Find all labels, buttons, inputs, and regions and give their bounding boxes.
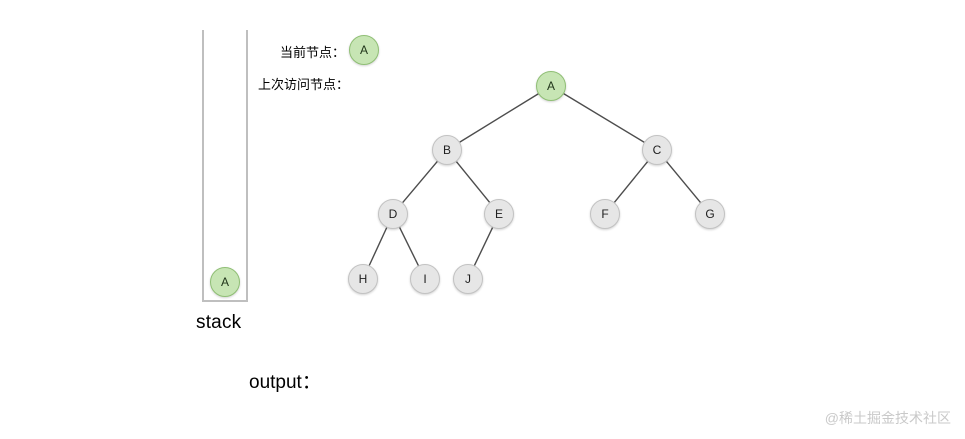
- current-node-value: A: [349, 35, 379, 65]
- tree-node-E: E: [484, 199, 514, 229]
- tree-node-F: F: [590, 199, 620, 229]
- last-visited-node-label: 上次访问节点：: [258, 77, 350, 92]
- tree-node-C: C: [642, 135, 672, 165]
- stack-label: stack: [196, 312, 242, 333]
- current-node-chip: A: [349, 35, 379, 65]
- tree-node-J: J: [453, 264, 483, 294]
- stack-item-A: A: [210, 267, 240, 297]
- stack-container: A: [202, 30, 248, 302]
- current-node-label: 当前节点：: [280, 45, 346, 60]
- tree-node-H: H: [348, 264, 378, 294]
- output-label-text: output：: [249, 372, 321, 393]
- tree-node-B: B: [432, 135, 462, 165]
- tree-node-G: G: [695, 199, 725, 229]
- output-label: output：: [249, 367, 321, 394]
- tree-node-D: D: [378, 199, 408, 229]
- watermark: @稀土掘金技术社区: [824, 410, 951, 426]
- tree-node-A: A: [536, 71, 566, 101]
- tree-node-I: I: [410, 264, 440, 294]
